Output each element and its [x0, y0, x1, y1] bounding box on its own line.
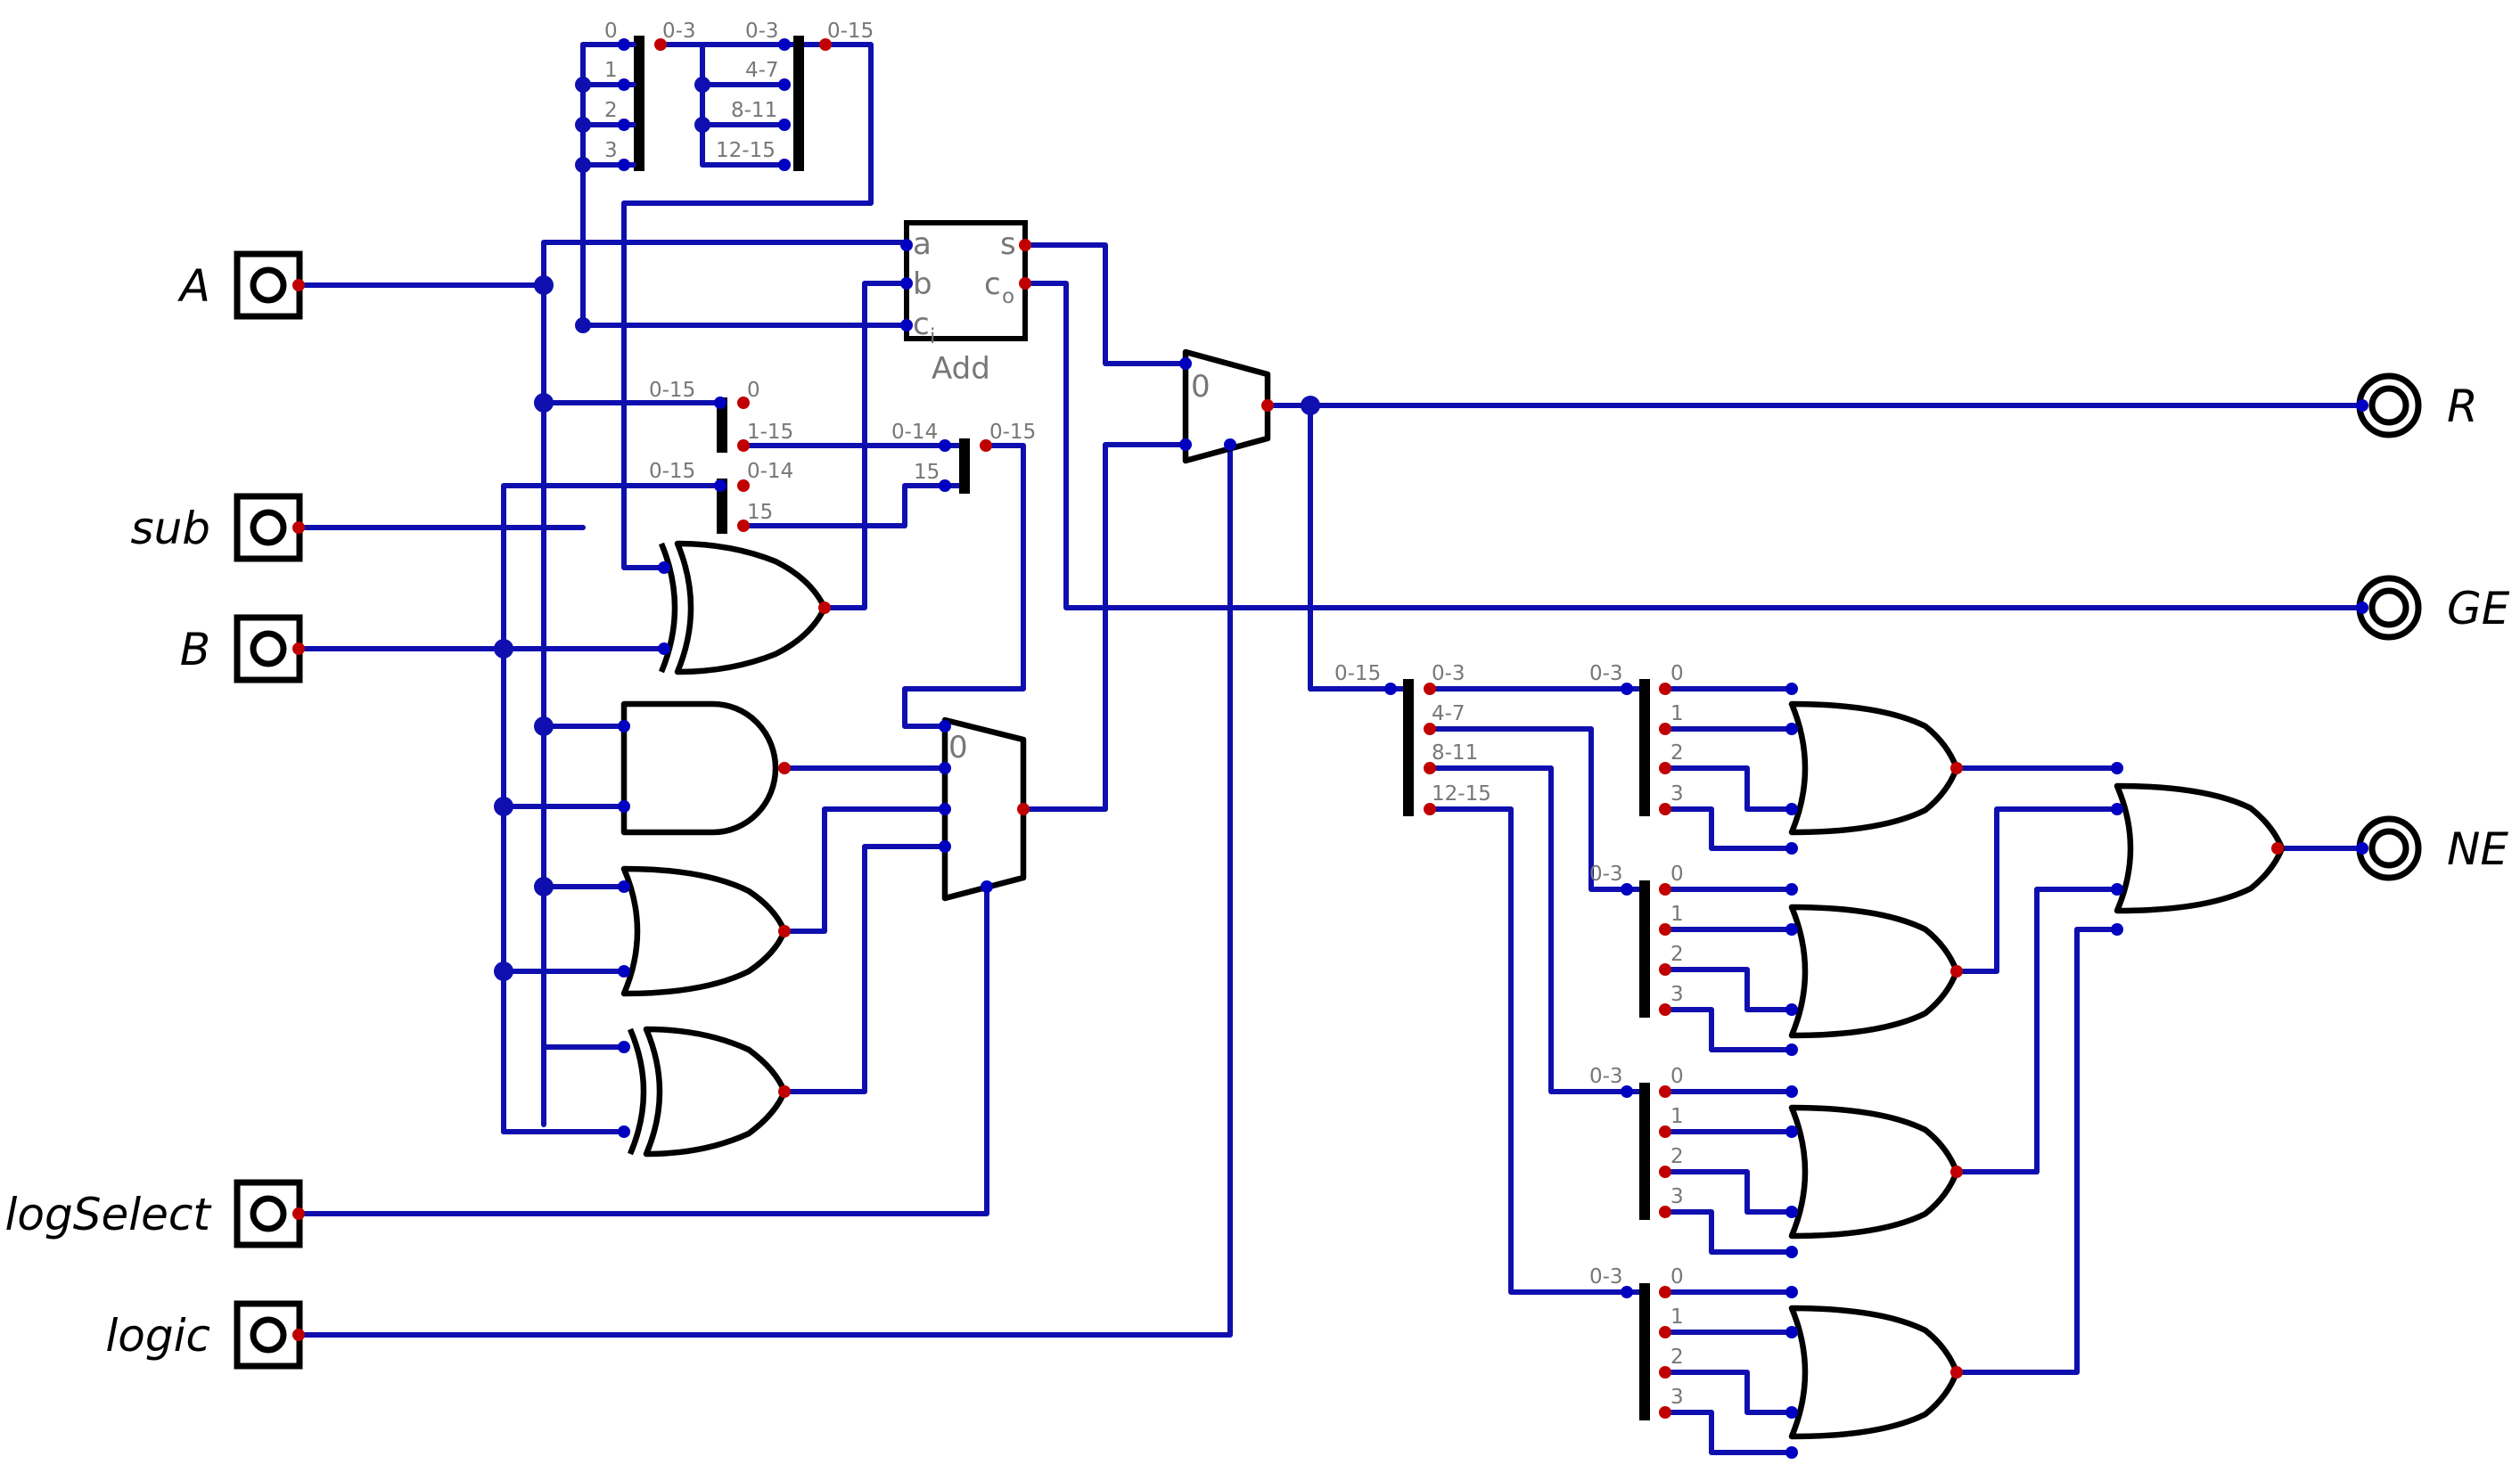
svg-text:0-3: 0-3: [1589, 1265, 1623, 1289]
svg-text:0-3: 0-3: [1589, 1065, 1623, 1088]
and-gate: [620, 700, 779, 836]
svg-text:0-14: 0-14: [747, 460, 793, 483]
port-dots: [292, 38, 2368, 1459]
svg-text:o: o: [1002, 285, 1014, 308]
svg-text:0: 0: [948, 730, 968, 765]
svg-text:0-3: 0-3: [1589, 863, 1623, 886]
svg-text:3: 3: [1670, 782, 1684, 806]
nibble-wires-2: [1662, 887, 1794, 1052]
mux-result: 0: [1182, 348, 1271, 464]
wire-junctions: [494, 77, 1320, 981]
input-label-sub: sub: [131, 503, 210, 554]
svg-text:0: 0: [1670, 1265, 1684, 1289]
svg-text:0-15: 0-15: [649, 460, 695, 483]
shift-joiner: 0-14 15 0-15: [891, 421, 1036, 494]
svg-text:0: 0: [1191, 369, 1211, 405]
svg-text:1: 1: [1670, 702, 1684, 725]
svg-text:4-7: 4-7: [1432, 702, 1465, 725]
input-logic[interactable]: logic: [105, 1300, 303, 1370]
nibble-splitter-3: 0-3 0 1 2 3: [1589, 1065, 1684, 1220]
svg-text:2: 2: [604, 99, 618, 122]
xor-gate-sub: [658, 540, 828, 675]
shift-splitter-2: 0-15 0-14 15: [649, 460, 793, 534]
input-label-B: B: [180, 624, 210, 675]
svg-text:1: 1: [1670, 903, 1684, 926]
svg-text:15: 15: [914, 461, 940, 484]
svg-text:3: 3: [604, 139, 618, 162]
svg-text:1: 1: [1670, 1305, 1684, 1329]
svg-text:2: 2: [1670, 741, 1684, 765]
svg-text:0: 0: [1670, 863, 1684, 886]
svg-text:0-3: 0-3: [662, 20, 696, 43]
svg-text:3: 3: [1670, 1386, 1684, 1409]
svg-text:0: 0: [1670, 662, 1684, 685]
svg-text:i: i: [930, 325, 935, 348]
nibble-wires-3: [1662, 1089, 1794, 1255]
svg-text:2: 2: [1670, 1346, 1684, 1369]
svg-text:0-15: 0-15: [989, 421, 1036, 444]
output-label-NE: NE: [2447, 823, 2508, 875]
wires: [296, 42, 2365, 1455]
svg-text:c: c: [913, 307, 930, 342]
or4-gate-3: [1788, 1104, 1960, 1240]
input-A[interactable]: A: [177, 250, 303, 320]
svg-text:12-15: 12-15: [1432, 782, 1491, 806]
output-GE[interactable]: GE: [2356, 575, 2510, 641]
or-gate-logic: [620, 865, 788, 997]
nibble-splitter-2: 0-3 0 1 2 3: [1589, 863, 1684, 1018]
svg-text:0-15: 0-15: [649, 379, 695, 402]
svg-text:c: c: [984, 266, 1001, 302]
svg-text:0-15: 0-15: [827, 20, 874, 43]
adder-label: Add: [932, 351, 990, 387]
svg-text:12-15: 12-15: [716, 139, 776, 162]
svg-text:1-15: 1-15: [747, 421, 793, 444]
svg-text:0: 0: [604, 20, 618, 43]
svg-text:b: b: [913, 266, 932, 302]
output-label-R: R: [2447, 381, 2478, 432]
svg-text:2: 2: [1670, 943, 1684, 966]
mux-logic: 0: [941, 716, 1027, 902]
svg-text:4-7: 4-7: [745, 59, 779, 82]
or4-gate-1: [1788, 700, 1960, 836]
svg-text:0-3: 0-3: [1589, 662, 1623, 685]
svg-text:1: 1: [1670, 1105, 1684, 1128]
input-label-A: A: [177, 260, 210, 312]
input-sub[interactable]: sub: [131, 493, 303, 562]
input-logSelect[interactable]: logSelect: [5, 1179, 303, 1248]
nibble-splitter-4: 0-3 0 1 2 3: [1589, 1265, 1684, 1420]
xor-gate-logic: [628, 1026, 788, 1158]
input-B[interactable]: B: [180, 614, 303, 683]
svg-text:15: 15: [747, 501, 773, 524]
input-label-logic: logic: [105, 1310, 210, 1362]
output-label-GE: GE: [2447, 583, 2510, 634]
svg-text:0-15: 0-15: [1334, 662, 1381, 685]
nibble-wires-1: [1662, 686, 1794, 851]
nibble-splitter-1: 0-3 0 1 2 3: [1589, 662, 1684, 816]
svg-text:3: 3: [1670, 1185, 1684, 1208]
output-R[interactable]: R: [2356, 372, 2478, 438]
svg-text:0-3: 0-3: [745, 20, 779, 43]
svg-text:2: 2: [1670, 1145, 1684, 1168]
input-label-logSelect: logSelect: [5, 1189, 213, 1240]
svg-text:s: s: [1000, 226, 1016, 262]
svg-text:a: a: [913, 226, 932, 262]
svg-text:0-3: 0-3: [1432, 662, 1465, 685]
svg-text:3: 3: [1670, 983, 1684, 1006]
adder: a b c i s c o Add: [904, 220, 1028, 387]
svg-text:0: 0: [1670, 1065, 1684, 1088]
svg-text:8-11: 8-11: [1432, 741, 1478, 765]
nibble-wires-4: [1662, 1289, 1794, 1455]
svg-text:8-11: 8-11: [731, 99, 777, 122]
output-NE[interactable]: NE: [2356, 815, 2508, 881]
or4-gate-2: [1788, 904, 1960, 1039]
ne-splitter: 0-15 0-3 4-7 8-11 12-15: [1334, 662, 1491, 816]
or-gate-ne: [2114, 782, 2286, 914]
top-splitter-b: 0-3 4-7 8-11 12-15 0-15: [716, 20, 874, 171]
or4-gate-4: [1788, 1305, 1960, 1440]
shift-splitter-1: 0-15 0 1-15: [649, 379, 793, 453]
svg-text:0-14: 0-14: [891, 421, 938, 444]
svg-text:0: 0: [747, 379, 760, 402]
svg-text:1: 1: [604, 59, 618, 82]
